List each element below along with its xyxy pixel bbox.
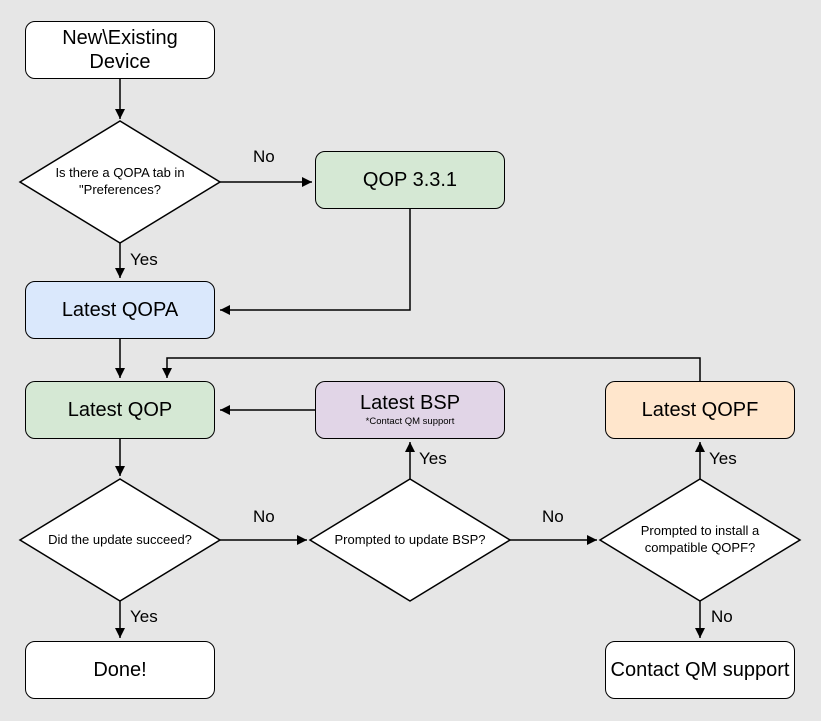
node-qop-331: QOP 3.3.1 [315,151,505,209]
edge-label-bsp-no: No [542,507,564,526]
node-contact-support-label: Contact QM support [610,659,790,681]
node-done-label: Done! [93,659,147,681]
decision-bsp-prompt-label: Prompted to update BSP? [334,531,486,547]
node-latest-qopf: Latest QOPF [605,381,795,439]
decision-bsp-prompt-shape [308,478,512,602]
node-latest-qop: Latest QOP [25,381,215,439]
node-latest-qopa: Latest QOPA [25,281,215,339]
decision-qopf-prompt-shape [598,478,802,602]
decision-qopa-check-label: Is there a QOPA tab in "Preferences? [55,165,185,197]
edge-latest-qopf-to-latest-qop [162,357,701,381]
edge-label-qopa-no: No [253,147,275,166]
node-done: Done! [25,641,215,699]
edge-label-qopf-no: No [711,607,733,626]
node-qop-331-label: QOP 3.3.1 [362,169,458,191]
node-latest-qop-label: Latest QOP [67,399,173,421]
node-latest-qopf-label: Latest QOPF [641,399,759,421]
edge-label-update-yes: Yes [130,607,158,626]
decision-update-check-shape [18,478,222,602]
decision-qopf-prompt-label: Prompted to install a compatible QOPF? [640,523,760,555]
edge-label-qopa-yes: Yes [130,250,158,269]
node-latest-bsp-note: *Contact QM support [365,416,455,428]
node-contact-support: Contact QM support [605,641,795,699]
node-latest-bsp-label: Latest BSP [359,392,461,415]
node-start-label: New\Existing Device [62,27,178,73]
edge-label-qopf-yes: Yes [709,449,737,468]
node-latest-qopa-label: Latest QOPA [61,299,179,321]
node-latest-bsp: Latest BSP *Contact QM support [315,381,505,439]
node-start: New\Existing Device [25,21,215,79]
edge-label-update-no: No [253,507,275,526]
decision-qopa-check-shape [18,120,222,244]
decision-update-check-label: Did the update succeed? [48,531,192,547]
edge-label-bsp-yes: Yes [419,449,447,468]
edge-qop331-to-latest-qopa [220,209,411,315]
